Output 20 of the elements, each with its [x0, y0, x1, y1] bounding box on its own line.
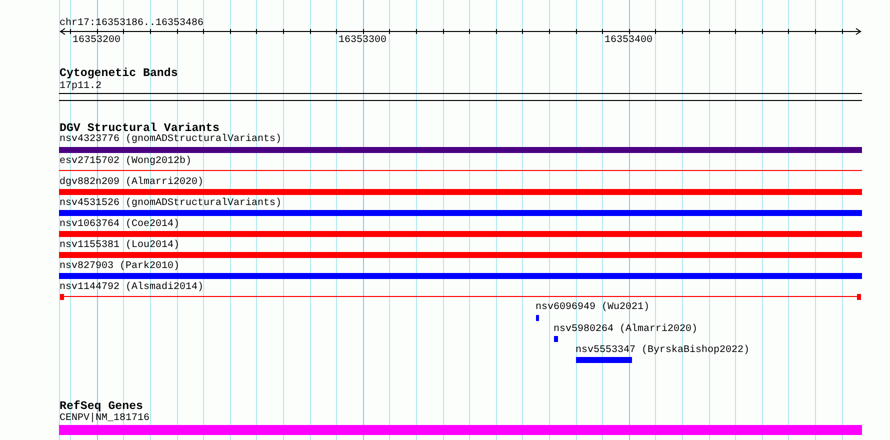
- feature-label: nsv4323776 (gnomADStructuralVariants): [60, 134, 282, 146]
- gene-label: CENPV|NM_181716: [60, 412, 150, 424]
- locus-coordinates: chr17:16353186..16353486: [60, 18, 204, 28]
- tick-label: 16353300: [338, 35, 386, 46]
- tick-label: 16353400: [604, 35, 652, 46]
- tick-label: 16353200: [72, 35, 120, 46]
- band-label: 17p11.2: [60, 80, 102, 92]
- feature-label: esv2715702 (Wong2012b): [60, 156, 192, 168]
- feature-label: nsv1144792 (Alsmadi2014): [60, 282, 204, 293]
- feature-label: nsv5980264 (Almarri2020): [554, 324, 698, 334]
- feature-label: nsv5553347 (ByrskaBishop2022): [576, 344, 750, 356]
- feature-label: nsv6096949 (Wu2021): [536, 302, 650, 313]
- track-title: Cytogenetic Bands: [60, 67, 178, 80]
- feature-label: dgv882n209 (Almarri2020): [60, 177, 204, 188]
- feature-label: nsv1155381 (Lou2014): [60, 240, 180, 251]
- track-title: RefSeq Genes: [60, 400, 143, 414]
- track-title: DGV Structural Variants: [60, 122, 220, 135]
- feature-label: nsv827903 (Park2010): [60, 260, 180, 272]
- feature-label: nsv4531526 (gnomADStructuralVariants): [60, 198, 282, 209]
- feature-label: nsv1063764 (Coe2014): [60, 218, 180, 230]
